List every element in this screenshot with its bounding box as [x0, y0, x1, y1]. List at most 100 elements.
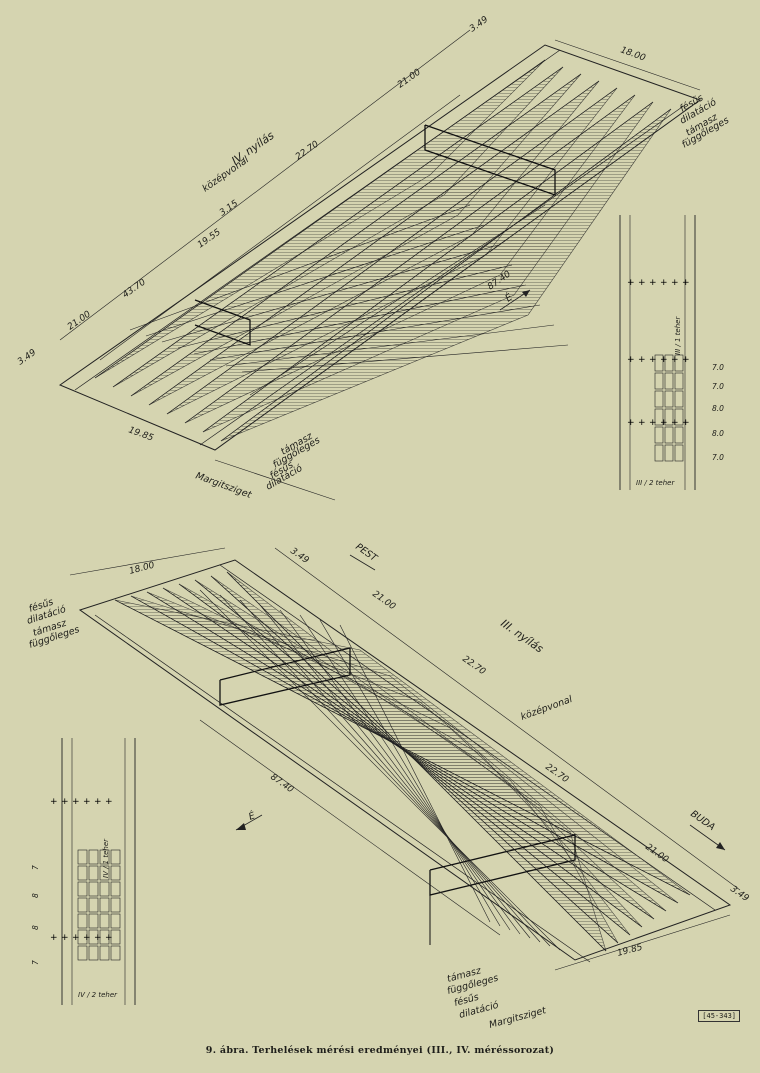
- inset-load-cell: [99, 849, 110, 865]
- inset-load-cell: [110, 897, 121, 913]
- bottom-inset-values: 7 8 8 7: [31, 865, 40, 965]
- inset-cross-mark: +: [660, 355, 668, 365]
- inset-load-cell: [110, 881, 121, 897]
- inset-load-cell: [674, 444, 684, 462]
- inset-load-cell: [110, 929, 121, 945]
- svg-text:7: 7: [31, 960, 40, 965]
- inset-load-cell: [99, 913, 110, 929]
- bottom-influence-areas: [114, 571, 691, 952]
- bottom-buda-label: BUDA: [688, 808, 717, 833]
- inset-load-cell: [99, 897, 110, 913]
- bottom-influence-line: [219, 594, 551, 947]
- inset-load-cell: [77, 945, 88, 961]
- inset-load-cell: [88, 881, 99, 897]
- figure-caption: 9. ábra. Terhelések mérési eredményei (I…: [205, 1045, 555, 1056]
- bottom-influence-line: [239, 599, 541, 943]
- inset-cross-mark: +: [83, 797, 91, 807]
- inset-cross-mark: +: [682, 355, 690, 365]
- inset-cross-mark: +: [72, 797, 80, 807]
- inset-cross-mark: +: [649, 355, 657, 365]
- inset-cross-mark: +: [671, 355, 679, 365]
- inset-cross-mark: +: [627, 355, 635, 365]
- top-influence-line: [130, 73, 582, 397]
- inset-load-cell: [110, 945, 121, 961]
- inset-cross-mark: +: [94, 933, 102, 943]
- inset-load-cell: [99, 945, 110, 961]
- inset-cross-mark: +: [649, 278, 657, 288]
- top-influence-line: [94, 59, 546, 379]
- bottom-north-label: É: [247, 809, 257, 822]
- inset-cross-mark: +: [682, 278, 690, 288]
- bottom-influence-line: [199, 589, 561, 951]
- bottom-measure-frame: [219, 647, 351, 706]
- svg-text:8.0: 8.0: [712, 429, 724, 438]
- inset-cross-mark: +: [671, 418, 679, 428]
- bottom-inset-load-plan: ++++++++++++ IV / 1 teher IV / 2 teher 7…: [31, 738, 136, 1005]
- inset-load-cell: [77, 913, 88, 929]
- bottom-span-diagram: 3.49 18.00 21.00 22.70 22.70 21.00 3.49 …: [26, 541, 751, 1030]
- top-influence-line: [209, 304, 541, 361]
- svg-text:7: 7: [31, 865, 40, 870]
- bottom-inset-label-vertical: IV / 1 teher: [102, 838, 110, 878]
- inset-load-cell: [99, 865, 110, 881]
- inset-load-cell: [674, 408, 684, 426]
- inset-load-cell: [88, 929, 99, 945]
- inset-cross-mark: +: [50, 797, 58, 807]
- inset-load-cell: [654, 444, 664, 462]
- top-influence-lines: [94, 59, 672, 442]
- top-deck-outline: [58, 44, 702, 451]
- top-inset-load-plan: ++++++++++++++++++ III / 1 teher III / 2…: [619, 215, 724, 490]
- inset-load-cell: [77, 865, 88, 881]
- inset-cross-mark: +: [50, 933, 58, 943]
- top-dim-2270: 22.70: [294, 139, 321, 162]
- top-influence-line: [184, 94, 636, 424]
- inset-cross-mark: +: [660, 418, 668, 428]
- inset-load-cell: [110, 865, 121, 881]
- inset-cross-mark: +: [627, 418, 635, 428]
- inset-load-cell: [664, 390, 674, 408]
- inset-cross-mark: +: [660, 278, 668, 288]
- svg-text:8.0: 8.0: [712, 404, 724, 413]
- inset-load-cell: [99, 881, 110, 897]
- svg-text:7.0: 7.0: [712, 363, 724, 372]
- inset-cross-mark: +: [682, 418, 690, 428]
- inset-load-cell: [88, 849, 99, 865]
- inset-load-cell: [664, 372, 674, 390]
- top-influence-line: [145, 224, 485, 337]
- inset-load-cell: [77, 881, 88, 897]
- inset-cross-mark: +: [61, 933, 69, 943]
- inset-cross-mark: +: [671, 278, 679, 288]
- inset-load-cell: [654, 354, 664, 372]
- top-inset-values: 7.0 7.0 8.0 8.0 7.0: [712, 363, 724, 462]
- bottom-legend-left: fésűs dilatáció támasz függőleges: [26, 597, 81, 651]
- inset-load-cell: [110, 913, 121, 929]
- top-influence-line: [193, 284, 527, 355]
- top-influence-line: [220, 108, 672, 442]
- top-influence-line: [225, 324, 555, 367]
- inset-load-cell: [88, 913, 99, 929]
- top-inset-label-vertical: III / 1 teher: [674, 316, 682, 355]
- bottom-pest-label: PEST: [353, 541, 380, 564]
- bottom-dim-2100-right: 21.00: [643, 842, 670, 865]
- inset-load-cell: [664, 444, 674, 462]
- inset-load-cell: [88, 945, 99, 961]
- inset-load-cell: [88, 865, 99, 881]
- top-dim-4370: 43.70: [121, 277, 148, 300]
- top-influence-line: [161, 244, 499, 343]
- top-measure-frame: [424, 124, 556, 196]
- top-influence-areas: [94, 59, 672, 442]
- bottom-dim-2100-top: 21.00: [370, 589, 397, 612]
- bottom-influence-line: [279, 609, 521, 935]
- bottom-inset-label-bottom: IV / 2 teher: [78, 991, 118, 999]
- inset-load-cell: [654, 390, 664, 408]
- inset-cross-mark: +: [105, 797, 113, 807]
- bottom-influence-line: [339, 624, 491, 923]
- inset-cross-mark: +: [627, 278, 635, 288]
- bottom-dim-2270-b: 22.70: [543, 762, 570, 785]
- inset-cross-mark: +: [638, 418, 646, 428]
- inset-load-cell: [654, 408, 664, 426]
- top-dim-1985: 19.85: [127, 425, 155, 443]
- inset-load-cell: [77, 929, 88, 945]
- top-influence-line: [129, 204, 471, 331]
- inset-cross-mark: +: [94, 797, 102, 807]
